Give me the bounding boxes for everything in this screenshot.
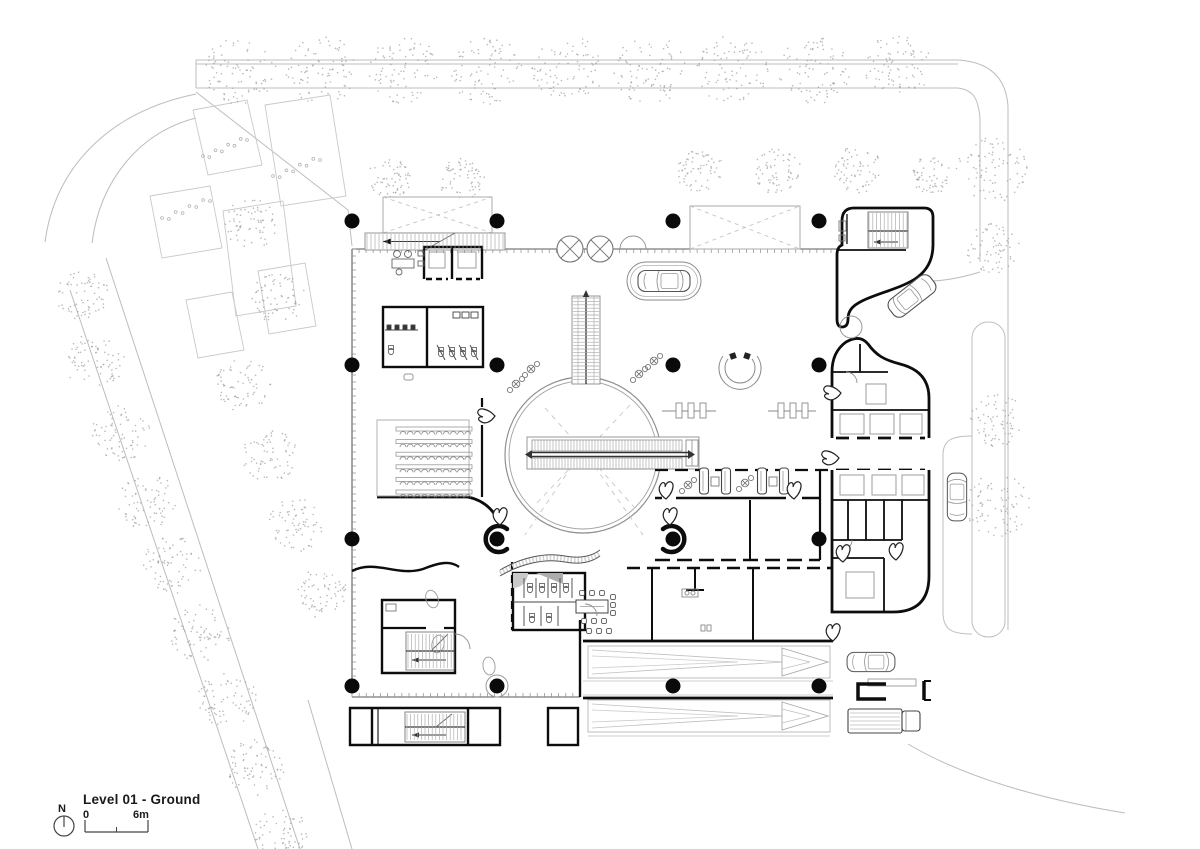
- column-dot: [489, 213, 505, 229]
- tree-icon: [955, 137, 1028, 202]
- tree-icon: [254, 809, 308, 849]
- tree-icon: [216, 360, 272, 411]
- canopy-northwest: [382, 196, 493, 234]
- tree-icon: [696, 36, 769, 102]
- tree-icon: [368, 37, 438, 104]
- tree-icon: [613, 40, 686, 102]
- column-dot: [344, 678, 360, 694]
- road-left-c: [307, 699, 353, 849]
- atrium-north-stair: [571, 290, 601, 385]
- tree-icon: [224, 199, 276, 247]
- site-edge-diagonal: [195, 91, 353, 247]
- column-dot: [665, 678, 681, 694]
- tree-icon: [91, 405, 151, 462]
- parking-strip: [971, 321, 1006, 638]
- atrium: [504, 290, 700, 536]
- column-dot: [344, 357, 360, 373]
- car-southeast: [846, 651, 896, 673]
- north-arrow-icon: [53, 815, 75, 837]
- column-dot: [811, 678, 827, 694]
- plan-title: Level 01 - Ground: [83, 792, 200, 807]
- column-dot: [665, 213, 681, 229]
- lounge-sofas: [698, 467, 790, 495]
- column-dot: [489, 357, 505, 373]
- column-dot: [811, 531, 827, 547]
- tree-icon: [297, 571, 347, 618]
- road-left-b: [105, 257, 301, 849]
- stepping-stones: [160, 137, 322, 221]
- column-dot: [665, 357, 681, 373]
- tree-icon: [678, 151, 722, 192]
- furniture-layer: [376, 211, 925, 743]
- road-corner-top-right: [957, 59, 1009, 107]
- planting-strips: [149, 94, 347, 359]
- scale-six: 6m: [133, 809, 149, 821]
- tree-icon: [865, 35, 930, 93]
- showroom-car-platform: [626, 261, 702, 301]
- column-dot: [489, 531, 505, 547]
- vehicles-layer: [626, 261, 968, 734]
- tree-icon: [440, 157, 486, 199]
- tree-icon: [118, 476, 176, 527]
- parking-ramps: [583, 645, 833, 737]
- partition-screens: [662, 402, 816, 419]
- tree-icon: [531, 38, 600, 97]
- tree-icon: [198, 672, 257, 725]
- atrium-guides: [524, 404, 644, 536]
- tree-icon: [963, 476, 1030, 537]
- parking-lane: [942, 435, 973, 635]
- tree-icon: [251, 273, 305, 321]
- structural-columns: [344, 213, 827, 694]
- road-curve-bottom-right: [907, 743, 1126, 814]
- title-block: Level 01 - Ground N 0 6m: [53, 792, 200, 837]
- tree-icon: [171, 604, 230, 661]
- tree-icon: [285, 36, 355, 102]
- blob-stair-box: [867, 211, 909, 249]
- column-dot: [489, 678, 505, 694]
- gray-wedge: [536, 573, 563, 584]
- tree-icon: [269, 499, 323, 552]
- tree-icon: [912, 157, 950, 194]
- tree-icon: [451, 37, 523, 105]
- north-label: N: [58, 803, 66, 815]
- scale-zero: 0: [83, 809, 89, 821]
- round-seat: [718, 352, 762, 390]
- gray-fan: [513, 573, 528, 588]
- tree-icon: [205, 40, 277, 104]
- column-dot: [344, 531, 360, 547]
- trees-layer: [57, 35, 1030, 849]
- road-curve-top-left: [44, 93, 197, 243]
- planter-circle: [839, 315, 863, 339]
- tree-icon: [834, 147, 880, 194]
- road-left-a: [69, 289, 259, 849]
- walls-layer: [348, 206, 935, 747]
- canopy-northeast: [689, 205, 801, 250]
- showroom-car: [637, 269, 691, 293]
- column-dot: [811, 213, 827, 229]
- column-dot: [665, 531, 681, 547]
- tree-icon: [142, 537, 202, 594]
- scale-bar: [84, 820, 149, 833]
- truck: [847, 708, 921, 734]
- tree-icon: [228, 739, 285, 796]
- tree-icon: [779, 37, 850, 104]
- tree-icon: [755, 148, 801, 193]
- column-dot: [811, 357, 827, 373]
- auditorium-seats: [395, 426, 473, 498]
- tree-icon: [243, 430, 296, 480]
- tree-icon: [970, 394, 1020, 448]
- desk-group: [391, 250, 425, 276]
- road-curve-top-left-inner: [91, 117, 197, 244]
- loading-dock: [856, 678, 931, 701]
- tree-icon: [369, 159, 411, 198]
- tree-icon: [57, 271, 109, 320]
- car-east: [946, 472, 968, 522]
- column-dot: [344, 213, 360, 229]
- tree-icon: [966, 223, 1020, 274]
- tree-icon: [68, 335, 125, 386]
- stair-treads: [366, 213, 908, 740]
- entrance-doors: [556, 235, 614, 263]
